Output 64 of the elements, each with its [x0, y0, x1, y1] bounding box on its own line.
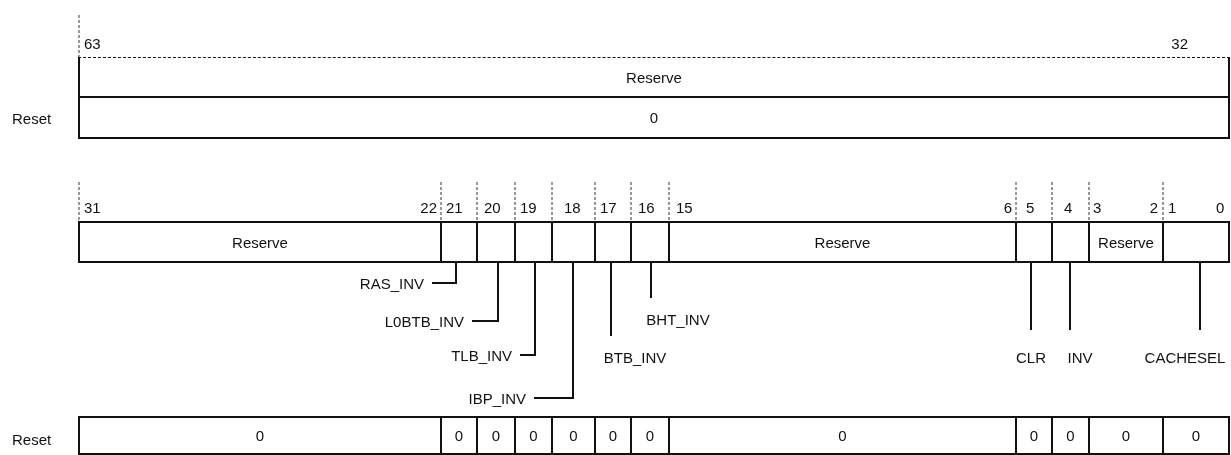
- bit-number: 6: [1003, 199, 1012, 217]
- field-name: BHT_INV: [638, 298, 718, 328]
- reserved-field: Reserve: [78, 221, 442, 263]
- reset-value-cell: 0: [594, 416, 632, 455]
- bit-number: 5: [1026, 199, 1035, 217]
- bit-number: 31: [84, 199, 101, 217]
- reset-value-cell: 0: [78, 416, 442, 455]
- bit-number: 32: [1171, 35, 1188, 53]
- bit-number: 1: [1168, 199, 1177, 217]
- reserved-field: Reserve: [668, 221, 1017, 263]
- leader-line: [1069, 262, 1071, 331]
- field-name: CACHESEL: [1140, 330, 1230, 366]
- bit-field: [1051, 221, 1090, 263]
- leader-line: [1199, 262, 1201, 331]
- leader-line: [1030, 262, 1032, 331]
- bit-field: [1015, 221, 1053, 263]
- row-label: Reset: [12, 110, 52, 128]
- leader-line: [533, 262, 574, 399]
- reset-value-cell: 0: [440, 416, 478, 455]
- bit-field: [514, 221, 553, 263]
- reset-value-cell: 0: [668, 416, 1017, 455]
- field-name: IBP_INV: [444, 387, 526, 407]
- bit-field: [1162, 221, 1230, 263]
- reset-value-cell: 0: [514, 416, 553, 455]
- reserved-field: Reserve: [1088, 221, 1164, 263]
- reset-value-cell: 0: [630, 416, 670, 455]
- bit-number: 63: [84, 35, 101, 53]
- bit-field: [440, 221, 478, 263]
- bit-number: 22: [420, 199, 437, 217]
- bit-number: 2: [1149, 199, 1158, 217]
- bit-number: 15: [676, 199, 693, 217]
- bit-number: 17: [600, 199, 617, 217]
- bit-field: [551, 221, 596, 263]
- bit-number: 0: [1216, 199, 1225, 217]
- reset-value-cell: 0: [1162, 416, 1230, 455]
- reset-value-cell: 0: [78, 96, 1230, 139]
- bit-field: [630, 221, 670, 263]
- leader-line: [650, 262, 652, 299]
- bit-number: 19: [520, 199, 537, 217]
- leader-line: [519, 262, 536, 356]
- reset-value-cell: 0: [1088, 416, 1164, 455]
- leader-line: [610, 262, 612, 337]
- bit-number: 18: [564, 199, 581, 217]
- field-name: L0BTB_INV: [358, 310, 464, 330]
- leader-line: [471, 262, 499, 322]
- reserved-field: Reserve: [78, 57, 1230, 98]
- field-name: BTB_INV: [596, 336, 674, 366]
- field-name: RAS_INV: [330, 272, 424, 292]
- reset-value-cell: 0: [476, 416, 516, 455]
- bit-number: 16: [638, 199, 655, 217]
- reset-value-cell: 0: [551, 416, 596, 455]
- field-name: CLR: [1011, 330, 1051, 366]
- bit-number: 21: [446, 199, 463, 217]
- reset-value-cell: 0: [1015, 416, 1053, 455]
- row-label: Reset: [12, 431, 52, 449]
- bit-field: [476, 221, 516, 263]
- bit-number: 3: [1093, 199, 1102, 217]
- bit-field: [594, 221, 632, 263]
- leader-line: [431, 262, 457, 284]
- bit-number: 4: [1064, 199, 1073, 217]
- field-name: TLB_INV: [410, 344, 512, 364]
- field-name: INV: [1060, 330, 1100, 366]
- reset-value-cell: 0: [1051, 416, 1090, 455]
- bit-number: 20: [484, 199, 501, 217]
